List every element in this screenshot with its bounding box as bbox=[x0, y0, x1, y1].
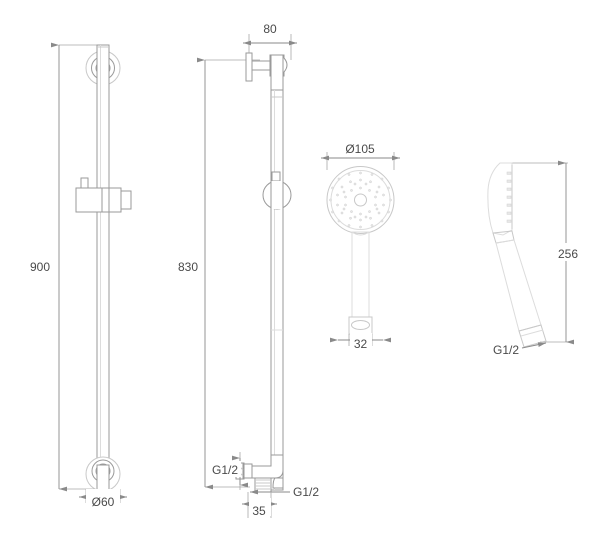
fig3-diameter-dimension-label: Ø105 bbox=[345, 142, 375, 156]
fig1-height-dimension-label: 900 bbox=[30, 260, 50, 274]
fig2-projection-dimension-label: 80 bbox=[263, 22, 277, 36]
fig4-connector-thread bbox=[518, 324, 547, 348]
fig1-diameter-dimension-label: Ø60 bbox=[92, 495, 115, 509]
fig3-spray-holes bbox=[329, 171, 392, 229]
fig3-diameter-label-backdrop bbox=[340, 138, 382, 156]
fig3-handle-dimension-label: 32 bbox=[354, 337, 368, 351]
fig4-connector-thread-line bbox=[520, 329, 544, 337]
fig1-slider-block bbox=[75, 187, 103, 213]
fig2-rail-tube bbox=[270, 89, 284, 491]
fig2-wall-plate bbox=[245, 52, 253, 82]
fig2-inlet-label-backdrop bbox=[215, 461, 241, 477]
figure-3-round-handshower: Ø105 bbox=[321, 138, 400, 351]
fig2-depth-dimension-label: 35 bbox=[252, 504, 266, 518]
fig3-handle-label-backdrop bbox=[350, 333, 372, 350]
fig3-handle bbox=[351, 231, 370, 318]
fig3-connector-knurl bbox=[351, 320, 370, 330]
fig2-bottom-valve-assembly bbox=[235, 454, 284, 493]
fig2-outlet-thread-label: G1/2 bbox=[293, 485, 319, 499]
fig2-hose-boss bbox=[272, 477, 284, 489]
fig4-thread-leader-line bbox=[521, 342, 547, 349]
fig3-handle-neck bbox=[351, 231, 370, 236]
figure-4-slim-handshower: 256 G1/2 bbox=[487, 160, 578, 357]
fig2-slider-rail-mask bbox=[271, 181, 283, 209]
fig1-diameter-label-backdrop bbox=[86, 489, 120, 506]
fig1-slider-lug bbox=[80, 177, 89, 189]
fig2-height-dimension-label: 830 bbox=[178, 260, 198, 274]
fig4-neck-collar bbox=[492, 230, 515, 244]
fig3-sprayface-center-hub bbox=[354, 193, 367, 207]
fig2-slider-holder bbox=[262, 171, 292, 210]
fig4-length-dimension-label: 256 bbox=[558, 247, 578, 261]
fig1-rail-tube bbox=[96, 44, 110, 498]
fig2-slider-lug bbox=[271, 171, 281, 182]
fig1-slider-holder bbox=[75, 177, 132, 213]
fig4-handle bbox=[495, 239, 542, 332]
fig2-projection-label-backdrop bbox=[257, 18, 285, 36]
fig4-length-label-backdrop bbox=[547, 243, 577, 261]
fig2-elbow-body bbox=[249, 454, 284, 479]
fig3-handle-connector bbox=[348, 316, 373, 335]
fig2-depth-label-backdrop bbox=[249, 498, 271, 516]
figure-1-slide-rail-front-view: 900 Ø60 bbox=[30, 42, 132, 509]
fig3-sprayface-outer-rim bbox=[326, 166, 395, 234]
fig1-slider-arm-right bbox=[120, 190, 132, 210]
fig4-spray-nozzles bbox=[506, 171, 512, 223]
figure-2-slide-rail-side-view: 830 80 bbox=[178, 18, 319, 518]
fig4-thread-label: G1/2 bbox=[493, 343, 519, 357]
fig2-inlet-thread-label: G1/2 bbox=[212, 463, 238, 477]
